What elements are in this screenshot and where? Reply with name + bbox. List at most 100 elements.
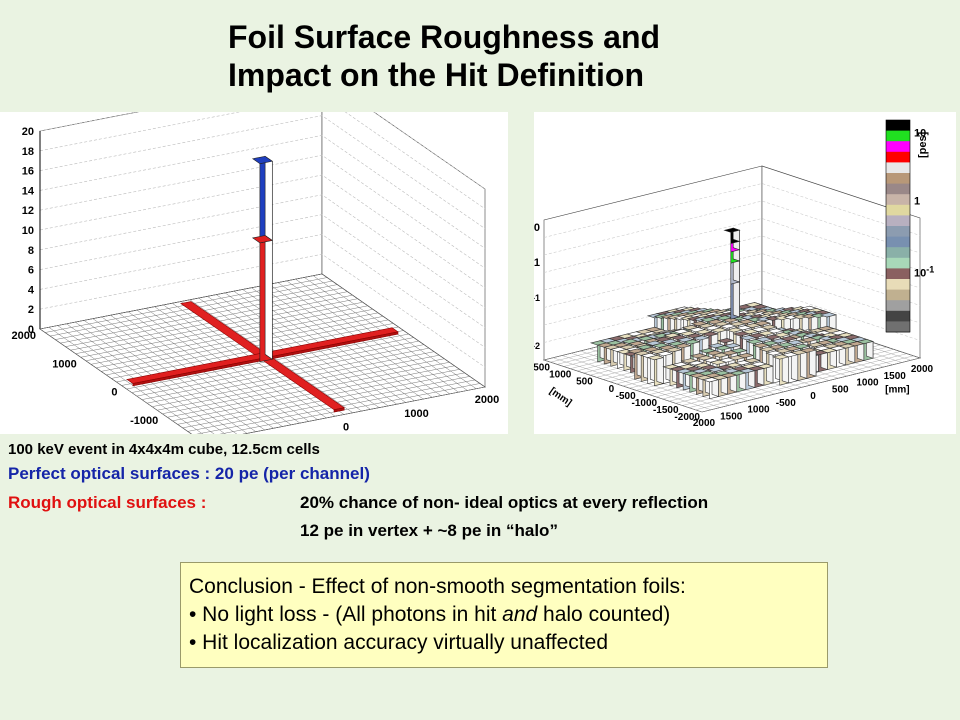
z-gridline <box>543 183 921 238</box>
arm-y-side <box>333 407 345 413</box>
lego-bar-side <box>790 352 799 382</box>
z-tick-label: 4 <box>28 284 35 296</box>
lego-bar-top <box>710 327 729 333</box>
slide-title: Foil Surface Roughness and Impact on the… <box>228 18 660 94</box>
x-tick-label: 1500 <box>884 371 907 382</box>
palette-swatch <box>886 247 910 259</box>
x-tick-label: -500 <box>776 398 796 409</box>
z-tick-label: 12 <box>22 205 34 217</box>
peak-top <box>723 227 741 233</box>
title-line-2: Impact on the Hit Definition <box>228 57 644 93</box>
rough-surfaces-line1: 20% chance of non- ideal optics at every… <box>300 493 709 512</box>
palette-swatch <box>886 183 910 195</box>
y-tick-label: -1000 <box>632 398 658 409</box>
conclusion-bullet-1: • No light loss - (All photons in hit an… <box>189 601 819 629</box>
palette-tick-label: 1 <box>914 196 920 208</box>
lego-bar-top <box>692 335 710 341</box>
z-tick-label: 10-1 <box>534 293 540 308</box>
z-gridline <box>543 270 921 326</box>
conclusion-title: Conclusion - Effect of non-smooth segmen… <box>189 575 686 598</box>
perfect-value: : 20 pe (per channel) <box>204 464 370 483</box>
x-tick-label: 500 <box>832 384 849 395</box>
x-tick-label: 0 <box>810 391 816 402</box>
perfect-surfaces-line: Perfect optical surfaces : 20 pe (per ch… <box>8 464 370 484</box>
lego-bar-top <box>682 339 701 345</box>
y-tick-label: -1000 <box>130 415 158 427</box>
z-tick-label: 6 <box>28 265 34 277</box>
lego-bar-top <box>819 312 838 318</box>
perfect-bar-side <box>264 155 273 242</box>
x-tick-label: 1000 <box>856 378 879 389</box>
lego-bar-top <box>736 353 755 359</box>
palette-swatch <box>886 310 910 322</box>
left-chart-panel: 02468101214161820200010000-1000-2000-200… <box>0 112 508 434</box>
z-tick-label: 1 <box>534 257 540 269</box>
y-tick-label: -1500 <box>653 405 679 416</box>
lego-bar-top <box>729 348 748 354</box>
bullet1-emphasis: and <box>502 603 538 626</box>
z-gridline <box>543 218 921 273</box>
y-tick-label: 1000 <box>549 370 572 381</box>
y-tick-label: 1500 <box>534 363 550 374</box>
lego-bar-top <box>792 343 811 349</box>
lego-bar-side <box>781 354 790 384</box>
z-gridline <box>543 235 921 291</box>
lego-bar-top <box>779 336 798 342</box>
z-gridline <box>39 234 486 348</box>
lego-bar-top <box>756 363 775 369</box>
x-tick-label: 2000 <box>693 418 716 429</box>
z-tick-label: 20 <box>22 126 34 138</box>
z-gridline <box>39 174 486 289</box>
palette-swatch <box>886 321 910 333</box>
palette-swatch <box>886 300 910 312</box>
perfect-bar-top <box>251 155 274 165</box>
y-tick-label: 0 <box>609 384 615 395</box>
right-lego-chart: 10-210-1110[pes]150010005000-500-1000-15… <box>534 119 934 429</box>
z-tick-label: 10 <box>22 225 34 237</box>
left-3d-bar-chart: 02468101214161820200010000-1000-2000-200… <box>12 112 499 434</box>
peak-segment-side <box>732 279 740 318</box>
z-tick-label: 8 <box>28 245 34 257</box>
palette-swatch <box>886 257 910 269</box>
event-description: 100 keV event in 4x4x4m cube, 12.5cm cel… <box>8 441 320 458</box>
y-tick-label: 2000 <box>12 330 36 342</box>
palette-frame <box>885 119 911 333</box>
palette-tick-label: 10-1 <box>914 265 934 280</box>
y-tick-label: 1000 <box>52 358 76 370</box>
title-line-1: Foil Surface Roughness and <box>228 19 661 55</box>
palette-tick-label: 10 <box>914 128 926 140</box>
x-axis-title: [mm] <box>885 385 909 396</box>
z-tick-label: 2 <box>28 304 34 316</box>
bullet1-text-a: • No light loss - (All photons in hit <box>189 603 503 626</box>
lego-bar-top <box>759 324 778 330</box>
lego-bar-top <box>856 338 875 345</box>
palette-swatch <box>886 130 910 142</box>
lego-bar-top <box>743 357 762 364</box>
floor-gridline <box>39 273 323 330</box>
z-tick-label: 14 <box>22 185 35 197</box>
z-gridline <box>39 112 486 190</box>
lego-bar-side <box>656 354 664 384</box>
rough-surfaces-line2: 12 pe in vertex + ~8 pe in “halo” <box>300 521 558 540</box>
y-tick-label: -500 <box>616 391 636 402</box>
z-gridline <box>39 154 486 269</box>
z-gridline <box>543 200 921 256</box>
x-tick-label: 2000 <box>475 394 499 406</box>
lego-bar-side <box>800 349 808 379</box>
lego-bar-top <box>766 328 785 334</box>
palette-swatch <box>886 268 910 280</box>
palette-swatch <box>886 173 910 185</box>
palette-swatch <box>886 215 910 227</box>
z-gridline <box>543 288 921 343</box>
lego-bar-top <box>673 343 692 349</box>
lego-bar-top <box>786 339 804 345</box>
z-gridline <box>39 112 486 210</box>
z-tick-label: 16 <box>22 166 34 178</box>
y-tick-label: -2000 <box>674 412 700 423</box>
lego-bar-top <box>772 332 791 338</box>
lego-bar-top <box>723 343 742 349</box>
rough-bar-top <box>251 235 274 244</box>
palette-swatch <box>886 236 910 248</box>
lego-bar-top <box>664 347 683 353</box>
rough-surfaces-label: Rough optical surfaces : <box>8 493 207 512</box>
